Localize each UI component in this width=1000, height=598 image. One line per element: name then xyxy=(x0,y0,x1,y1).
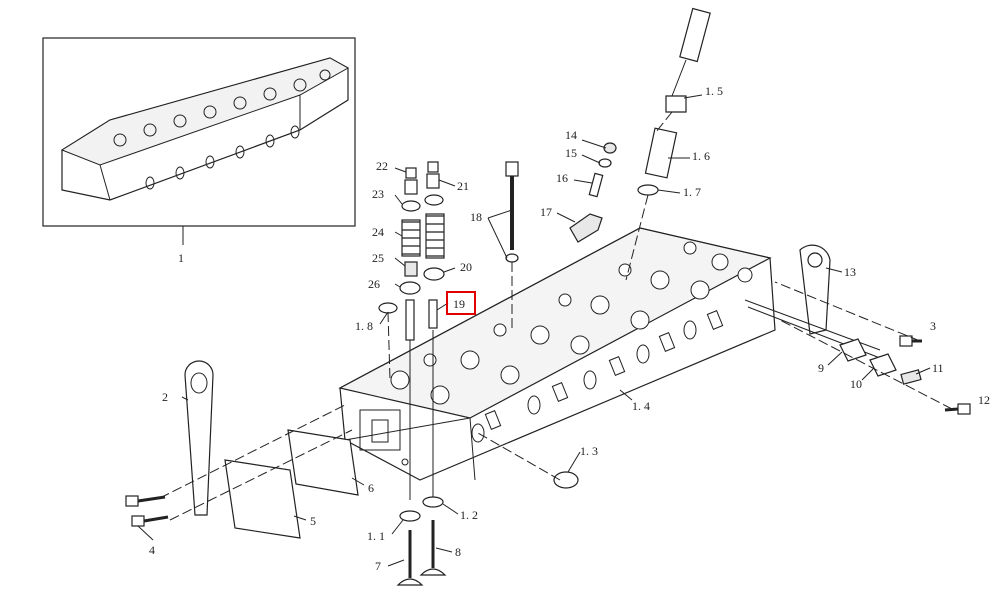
label-part-1-4: 1. 4 xyxy=(632,399,650,413)
label-part-1-3: 1. 3 xyxy=(580,444,598,458)
label-part-1-1: 1. 1 xyxy=(367,529,385,543)
label-part-6: 6 xyxy=(368,481,374,495)
label-part-18: 18 xyxy=(470,210,482,224)
label-part-1-6: 1. 6 xyxy=(692,149,710,163)
label-part-13: 13 xyxy=(844,265,856,279)
label-part-1-8: 1. 8 xyxy=(355,319,373,333)
label-part-3: 3 xyxy=(930,319,936,333)
label-part-24: 24 xyxy=(372,225,384,239)
part-labels: 1 1. 1 1. 2 1. 3 1. 4 1. 5 1. 6 1. 7 1. … xyxy=(149,84,990,573)
leader-lines xyxy=(137,94,931,567)
label-part-10: 10 xyxy=(850,377,862,391)
label-part-12: 12 xyxy=(978,393,990,407)
label-part-25: 25 xyxy=(372,251,384,265)
label-part-23: 23 xyxy=(372,187,384,201)
label-part-1-7: 1. 7 xyxy=(683,185,701,199)
label-part-21: 21 xyxy=(457,179,469,193)
label-part-16: 16 xyxy=(556,171,568,185)
label-part-7: 7 xyxy=(375,559,381,573)
label-part-9: 9 xyxy=(818,361,824,375)
label-part-8: 8 xyxy=(455,545,461,559)
label-part-1: 1 xyxy=(178,251,184,265)
overview-inset xyxy=(42,37,356,245)
label-part-19: 19 xyxy=(453,297,465,311)
label-part-26: 26 xyxy=(368,277,380,291)
label-part-20: 20 xyxy=(460,260,472,274)
label-part-14: 14 xyxy=(565,128,577,142)
label-part-5: 5 xyxy=(310,514,316,528)
label-part-17: 17 xyxy=(540,205,552,219)
highlight-box xyxy=(446,291,476,315)
injector-parts xyxy=(637,7,711,196)
label-part-11: 11 xyxy=(932,361,944,375)
label-part-1-2: 1. 2 xyxy=(460,508,478,522)
label-part-22: 22 xyxy=(376,159,388,173)
rocker-parts xyxy=(505,142,617,263)
front-parts xyxy=(125,360,579,539)
label-part-4: 4 xyxy=(149,543,155,557)
label-part-15: 15 xyxy=(565,146,577,160)
assembly-lines xyxy=(159,111,953,521)
side-parts xyxy=(744,244,971,415)
label-part-1-5: 1. 5 xyxy=(705,84,723,98)
valve-train-parts xyxy=(378,161,447,586)
label-part-2: 2 xyxy=(162,390,168,404)
